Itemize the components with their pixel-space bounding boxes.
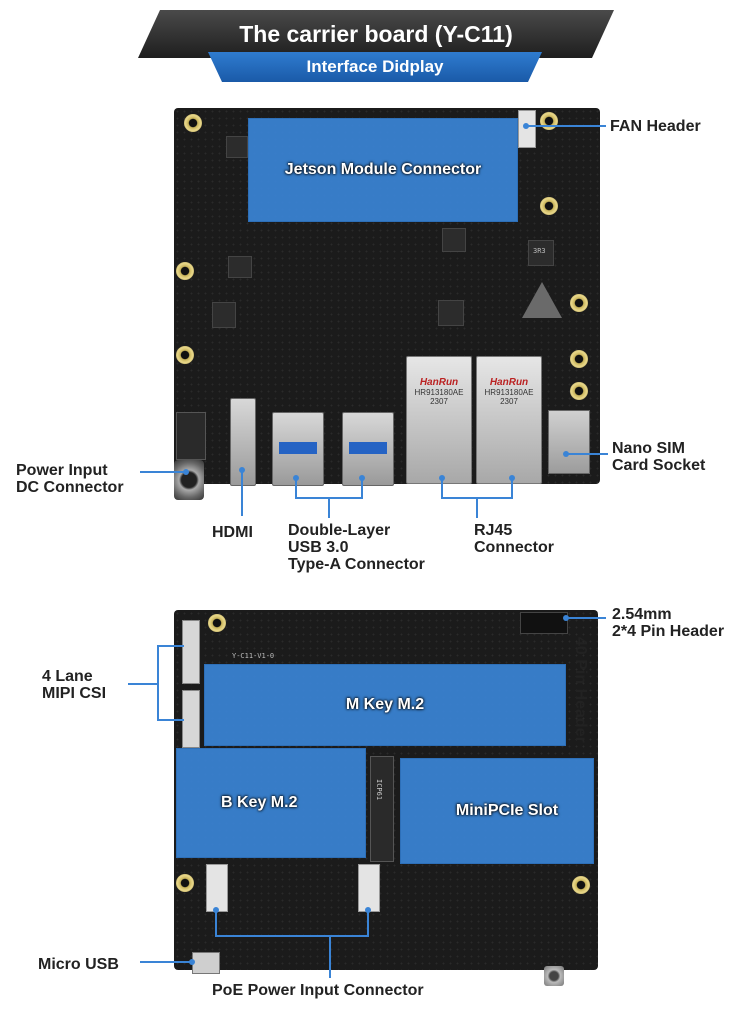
jetson-module-connector: Jetson Module Connector (248, 118, 518, 222)
inductor-chip (212, 302, 236, 328)
poe-label: PoE Power Input Connector (212, 982, 424, 999)
mipi-line-2: MIPI CSI (42, 685, 107, 702)
fan-header-connector (518, 110, 536, 148)
usb-line-3: Type-A Connector (288, 556, 425, 573)
poe-connector-2 (358, 864, 380, 912)
dc-power-jack (176, 412, 206, 460)
rj45-model: HR913180AE (414, 388, 464, 397)
silk-icp: ICP61 (375, 779, 383, 801)
mounting-hole (572, 876, 590, 894)
b-key-m2-slot: B Key M.2 (176, 748, 366, 858)
sma-connector (544, 966, 564, 986)
m-key-label: M Key M.2 (345, 696, 425, 713)
silk-3r3: 3R3 (533, 247, 546, 255)
mounting-hole (208, 614, 226, 632)
nano-sim-line-2: Card Socket (612, 457, 706, 474)
hdmi-label: HDMI (212, 524, 253, 541)
mipi-csi-connector-1 (182, 620, 200, 684)
power-input-line-1: Power Input (16, 462, 108, 479)
minipcie-slot: MiniPCIe Slot (400, 758, 594, 864)
rj45-line-2: Connector (474, 539, 554, 556)
b-key-label: B Key M.2 (221, 794, 298, 811)
nano-sim-line-1: Nano SIM (612, 440, 685, 457)
nano-sim-socket (548, 410, 590, 474)
hdmi-port (230, 398, 256, 486)
rj45-code: 2307 (500, 397, 518, 406)
forty-pin-header-label: 40 Pin Header (572, 637, 589, 743)
rj45-port-1: HanRun HR913180AE 2307 (406, 356, 472, 484)
header-title: The carrier board (Y-C11) (239, 20, 513, 47)
inductor-chip: 3R3 (528, 240, 554, 266)
mounting-hole (176, 262, 194, 280)
pin-header-line-2: 2*4 Pin Header (612, 623, 725, 640)
inductor-chip (442, 228, 466, 252)
pin-header-label: 2.54mm 2*4 Pin Header (612, 606, 724, 640)
usb-line-2: USB 3.0 (288, 539, 349, 556)
micro-usb-port (192, 952, 220, 974)
header-subtitle-banner: Interface Didplay (208, 52, 542, 82)
rj45-label: RJ45 Connector (474, 522, 554, 556)
mounting-hole (184, 114, 202, 132)
mipi-csi-connector-2 (182, 690, 200, 748)
usb3-port-2 (342, 412, 394, 486)
mounting-hole (570, 382, 588, 400)
mounting-hole (570, 294, 588, 312)
header-title-banner: The carrier board (Y-C11) (138, 10, 614, 58)
rj45-code: 2307 (430, 397, 448, 406)
usb3-port-1 (272, 412, 324, 486)
mipi-csi-label: 4 Lane MIPI CSI (42, 668, 106, 702)
rj45-line-1: RJ45 (474, 522, 513, 539)
warning-triangle-icon (522, 282, 562, 318)
silk-version: Y-C11-V1-0 (232, 652, 275, 660)
rj45-port-2: HanRun HR913180AE 2307 (476, 356, 542, 484)
mounting-hole (540, 197, 558, 215)
usb-label: Double-Layer USB 3.0 Type-A Connector (288, 522, 425, 573)
icp61-connector: ICP61 (370, 756, 394, 862)
rj45-brand: HanRun (489, 377, 529, 388)
inductor-chip (226, 136, 248, 158)
minipcie-label: MiniPCIe Slot (455, 802, 559, 819)
rj45-brand: HanRun (419, 377, 459, 388)
poe-connector-1 (206, 864, 228, 912)
dc-power-barrel (174, 460, 204, 500)
pin-header-2x4 (520, 612, 568, 634)
mounting-hole (176, 346, 194, 364)
power-input-label: Power Input DC Connector (16, 462, 124, 496)
fan-header-label: FAN Header (610, 118, 701, 135)
mounting-hole (570, 350, 588, 368)
header-subtitle: Interface Didplay (306, 57, 444, 76)
micro-usb-label: Micro USB (38, 956, 119, 973)
mounting-hole (540, 112, 558, 130)
inductor-chip (228, 256, 252, 278)
jetson-label: Jetson Module Connector (284, 161, 482, 178)
pin-header-line-1: 2.54mm (612, 606, 672, 623)
mipi-line-1: 4 Lane (42, 668, 93, 685)
ic-chip (438, 300, 464, 326)
mounting-hole (176, 874, 194, 892)
m-key-m2-slot: M Key M.2 (204, 664, 566, 746)
power-input-line-2: DC Connector (16, 479, 124, 496)
rj45-model: HR913180AE (484, 388, 534, 397)
usb-line-1: Double-Layer (288, 522, 391, 539)
nano-sim-label: Nano SIM Card Socket (612, 440, 705, 474)
